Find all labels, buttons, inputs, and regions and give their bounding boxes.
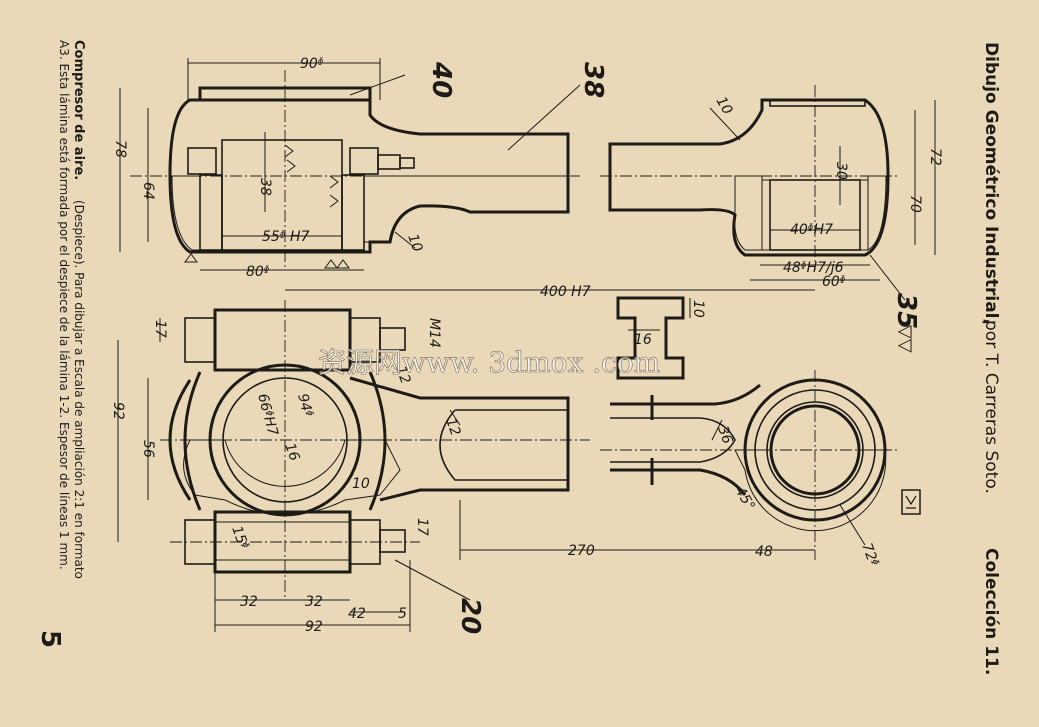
dim-12r: 12 xyxy=(392,364,413,386)
dim-55: 55ᶲ H7 xyxy=(262,229,310,245)
part-number-20: 20 xyxy=(455,598,485,634)
dim-60: 60ᶲ xyxy=(822,274,846,290)
finish-mark: ▽▽ xyxy=(895,325,916,353)
dim-72: 72 xyxy=(927,148,943,166)
rod-end-section-view xyxy=(119,58,581,271)
collection-label: Colección 11. xyxy=(981,548,1001,675)
dim-45deg: 45° xyxy=(732,484,758,514)
dim-92h: 92 xyxy=(305,619,323,635)
dim-80: 80ᶲ xyxy=(246,264,270,280)
dim-92v: 92 xyxy=(110,402,126,420)
dim-32a: 32 xyxy=(240,594,258,610)
dim-12b: 12 xyxy=(442,416,463,438)
dim-70: 70 xyxy=(907,195,923,213)
dim-m14: M14 xyxy=(426,318,442,348)
dim-72p: 72ᶲ xyxy=(858,541,881,569)
dim-38: 38 xyxy=(257,178,273,196)
dim-56: 56 xyxy=(140,440,156,458)
small-end-section-view xyxy=(600,85,936,301)
dim-94: 94ᶲ xyxy=(294,392,316,419)
dim-90: 90ᶲ xyxy=(300,56,324,72)
dim-10a: 10 xyxy=(404,232,425,254)
dim-36: 36 xyxy=(714,424,735,446)
header-author: por T. Carreras Soto. xyxy=(981,320,1001,494)
part-number-38: 38 xyxy=(578,62,608,98)
caption-line1: (Despiece). Para dibujar a Escala de amp… xyxy=(72,200,86,579)
dim-32b: 32 xyxy=(305,594,323,610)
dim-42: 42 xyxy=(348,606,366,622)
rod-end-elevation-view xyxy=(117,300,590,632)
small-end-elevation-view xyxy=(459,370,900,560)
dim-40-h7: 40ᶲH7 xyxy=(790,222,833,238)
part-number-35: 35 xyxy=(891,293,921,329)
publisher-stamp xyxy=(901,489,921,515)
dim-48-h7-j6: 48ᶲH7/j6 xyxy=(783,260,844,276)
page-number: 5 xyxy=(35,630,65,648)
dim-10b: 10 xyxy=(713,94,736,118)
caption-line2: A3. Esta lámina está formada por el desp… xyxy=(57,40,71,570)
dim-17b: 17 xyxy=(414,518,430,536)
dim-270: 270 xyxy=(568,543,595,559)
dim-66-h7: 66ᶲH7 xyxy=(254,392,281,438)
dim-64: 64 xyxy=(140,182,156,200)
header-title: Dibujo Geométrico Industrial, xyxy=(981,42,1001,325)
i-beam-section xyxy=(616,296,691,380)
dim-10c: 10 xyxy=(352,476,370,492)
dim-400: 400 H7 xyxy=(540,284,591,300)
dim-17a: 17 xyxy=(152,320,168,338)
dim-48b: 48 xyxy=(755,544,773,560)
part-number-40: 40 xyxy=(426,61,456,98)
dim-16-rot: 16 xyxy=(281,441,302,463)
dim-30: 30 xyxy=(833,162,849,180)
dim-16i: 16 xyxy=(634,332,652,348)
dim-5: 5 xyxy=(398,606,407,622)
dim-78: 78 xyxy=(112,140,128,158)
dim-10d: 10 xyxy=(690,300,706,318)
dim-15: 15ᶲ xyxy=(228,524,251,552)
watermark-text: 资源网www. 3dmox .com xyxy=(318,346,660,379)
caption-subject: Compresor de aire. xyxy=(71,40,86,180)
